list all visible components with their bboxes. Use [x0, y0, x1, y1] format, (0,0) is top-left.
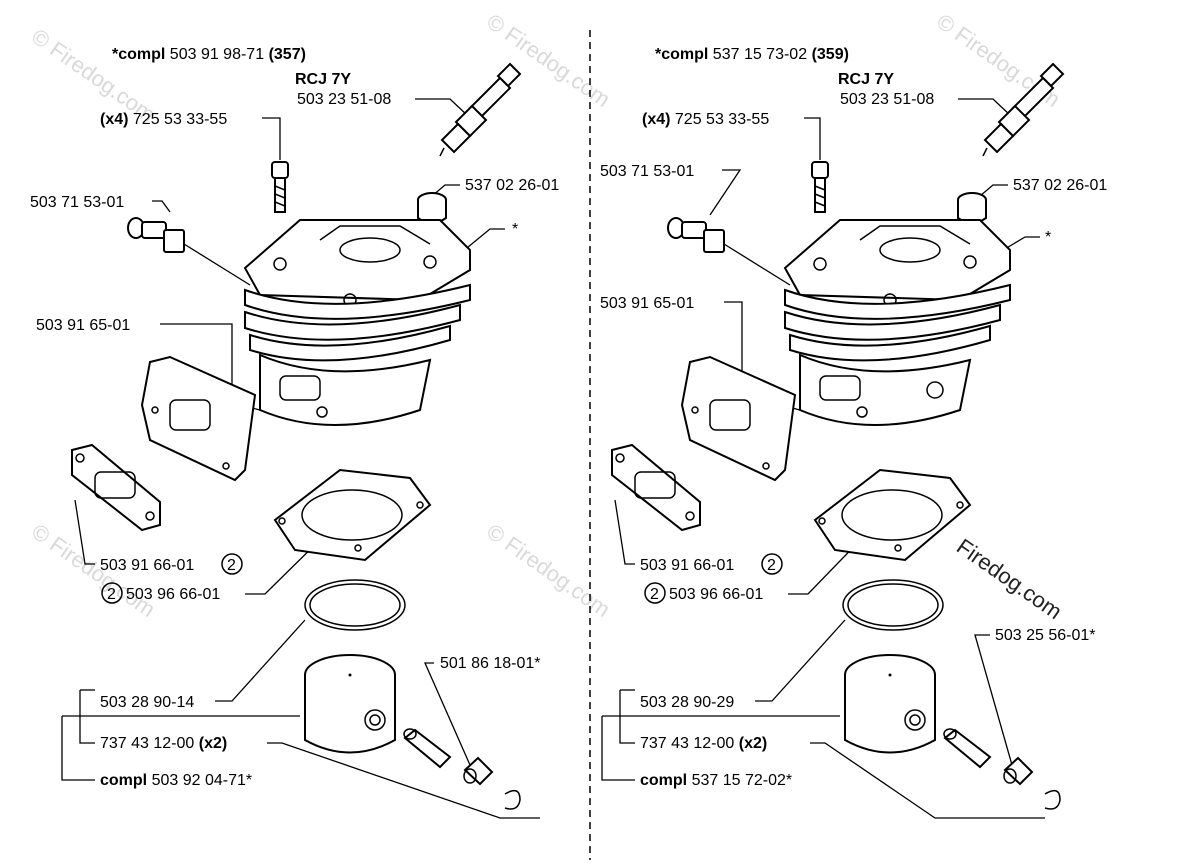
left-plug-part: 503 23 51-08 — [297, 91, 391, 108]
left-screw — [271, 161, 289, 213]
left-gasket-exhaust-part: 503 91 66-01 — [100, 557, 194, 574]
left-qty-circle — [221, 553, 243, 575]
right-gasket-exhaust-part: 503 91 66-01 — [640, 557, 734, 574]
right-decomp-part: 503 71 53-01 — [600, 163, 694, 180]
right-ring-part: 503 28 90-29 — [640, 694, 734, 711]
left-exhaust-gasket — [71, 443, 161, 532]
left-cylinder-mark: * — [512, 221, 518, 238]
left-qty-circle — [101, 582, 123, 604]
left-plate-part: 503 91 65-01 — [36, 317, 130, 334]
left-spark-plug — [439, 62, 522, 157]
right-spark-plug — [982, 62, 1065, 157]
left-circlip-label: 737 43 12-00 (x2) — [100, 735, 227, 752]
left-decomp-valve — [127, 217, 251, 286]
right-plate-part: 503 91 65-01 — [600, 295, 694, 312]
side-watermark: Firedog.com — [952, 534, 1067, 625]
right-piston-ring — [842, 579, 944, 631]
right-screw — [811, 161, 829, 213]
right-qty-circle — [644, 582, 666, 604]
left-plate — [140, 355, 257, 482]
left-screws-label: (x4) 725 53 33-55 — [100, 111, 227, 128]
right-plug-type: RCJ 7Y — [838, 71, 894, 88]
right-decomp-valve — [667, 217, 791, 286]
left-bearing-part: 501 86 18-01* — [440, 655, 541, 672]
left-kit-label: *compl 503 91 98-71 (357) — [112, 46, 306, 63]
left-cap-part: 537 02 26-01 — [465, 177, 559, 194]
right-piston-pin — [943, 728, 992, 769]
watermark: © Firedog.com — [482, 519, 615, 622]
left-piston-kit-label: compl 503 92 04-71* — [100, 772, 252, 789]
right-plate — [680, 355, 797, 482]
right-piston-kit-label: compl 537 15 72-02* — [640, 772, 792, 789]
right-circlip-label: 737 43 12-00 (x2) — [640, 735, 767, 752]
right-gasket-base-part: 503 96 66-01 — [669, 586, 763, 603]
left-base-gasket — [273, 468, 432, 562]
left-panel: *compl 503 91 98-71 (357) RCJ 7Y 503 23 … — [30, 46, 559, 819]
right-circlip — [1044, 789, 1061, 810]
right-base-gasket — [813, 468, 972, 562]
left-gasket-base-part: 503 96 66-01 — [126, 586, 220, 603]
right-exhaust-gasket — [611, 443, 701, 532]
left-piston-ring — [304, 579, 406, 631]
right-bearing-part: 503 25 56-01* — [995, 627, 1096, 644]
right-qty-circle — [761, 553, 783, 575]
left-cap — [417, 192, 447, 224]
right-piston — [844, 654, 936, 754]
left-gasket-base-qty: 2 — [107, 586, 116, 603]
right-panel: *compl 537 15 73-02 (359) RCJ 7Y 503 23 … — [600, 46, 1107, 819]
left-cylinder — [219, 219, 471, 426]
right-cylinder-mark: * — [1045, 229, 1051, 246]
right-screws-label: (x4) 725 53 33-55 — [642, 111, 769, 128]
left-piston — [304, 654, 396, 754]
right-plug-part: 503 23 51-08 — [840, 91, 934, 108]
left-ring-part: 503 28 90-14 — [100, 694, 194, 711]
right-gasket-exhaust-qty: 2 — [767, 557, 776, 574]
left-circlip — [504, 789, 521, 810]
left-piston-pin — [403, 728, 452, 769]
right-cap — [957, 192, 987, 224]
left-needle-bearing — [463, 756, 494, 786]
right-needle-bearing — [1003, 756, 1034, 786]
right-cap-part: 537 02 26-01 — [1013, 177, 1107, 194]
left-decomp-part: 503 71 53-01 — [30, 194, 124, 211]
left-gasket-exhaust-qty: 2 — [227, 557, 236, 574]
right-cylinder — [759, 219, 1011, 426]
left-plug-type: RCJ 7Y — [295, 71, 351, 88]
right-kit-label: *compl 537 15 73-02 (359) — [655, 46, 849, 63]
right-gasket-base-qty: 2 — [650, 586, 659, 603]
